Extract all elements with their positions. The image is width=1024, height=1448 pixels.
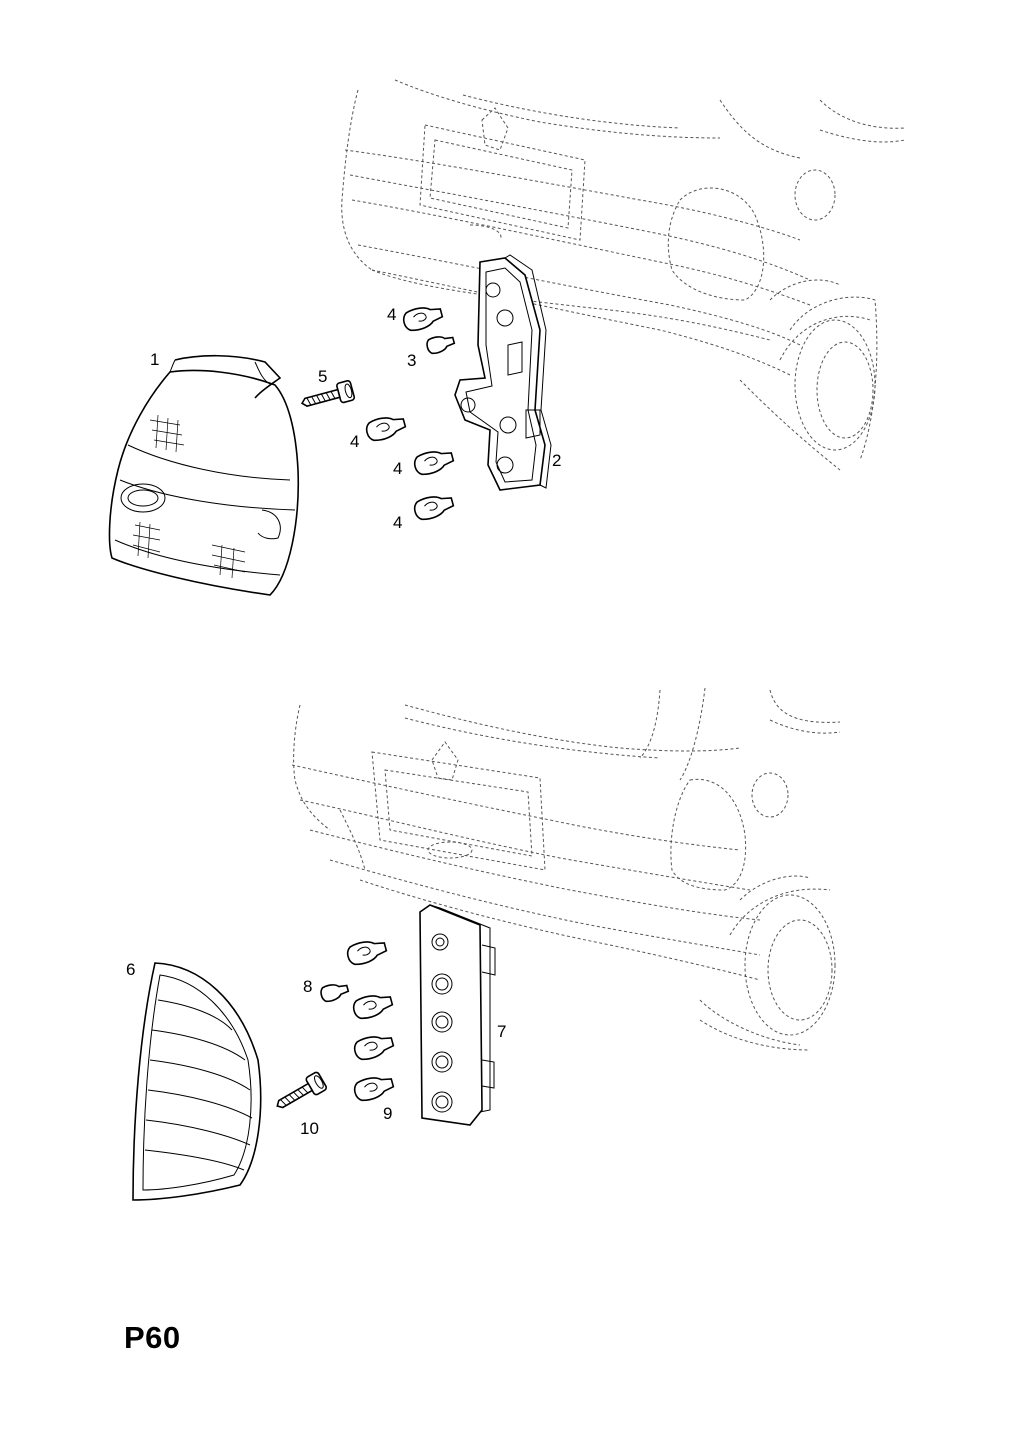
bulb-9 (353, 1077, 395, 1102)
bulb-8 (320, 984, 350, 1003)
bulb-holder-part-2 (454, 254, 552, 491)
bulb-lower-a (346, 941, 388, 966)
screw-part-10 (276, 1071, 328, 1109)
callout-3: 3 (407, 351, 416, 370)
bulb-holder-part-7 (419, 904, 496, 1126)
bulb-lower-c (353, 1036, 395, 1061)
callout-7: 7 (497, 1022, 506, 1041)
bulb-4b (365, 417, 407, 442)
tail-lamp-part-1 (108, 354, 300, 596)
bulb-4d (413, 496, 455, 521)
callout-labels: 1 2 3 4 4 4 4 5 6 7 8 9 10 (126, 305, 561, 1138)
callout-6: 6 (126, 960, 135, 979)
bulb-lower-b (352, 995, 394, 1020)
callout-10: 10 (300, 1119, 319, 1138)
callout-5: 5 (318, 367, 327, 386)
callout-4b: 4 (350, 432, 359, 451)
lower-car-rear-outline (291, 687, 841, 1051)
callout-9: 9 (383, 1104, 392, 1123)
callout-2: 2 (552, 451, 561, 470)
bulb-3 (426, 336, 456, 355)
page-code: P60 (124, 1320, 181, 1355)
upper-car-rear-outline (341, 79, 906, 471)
bulb-4c (413, 451, 455, 476)
screw-part-5 (300, 380, 356, 407)
callout-4d: 4 (393, 513, 402, 532)
callout-4c: 4 (393, 459, 402, 478)
bulb-4a (402, 307, 444, 332)
callout-8: 8 (303, 977, 312, 996)
callout-4a: 4 (387, 305, 396, 324)
callout-1: 1 (150, 350, 159, 369)
lamp-lens-part-6 (132, 962, 262, 1201)
